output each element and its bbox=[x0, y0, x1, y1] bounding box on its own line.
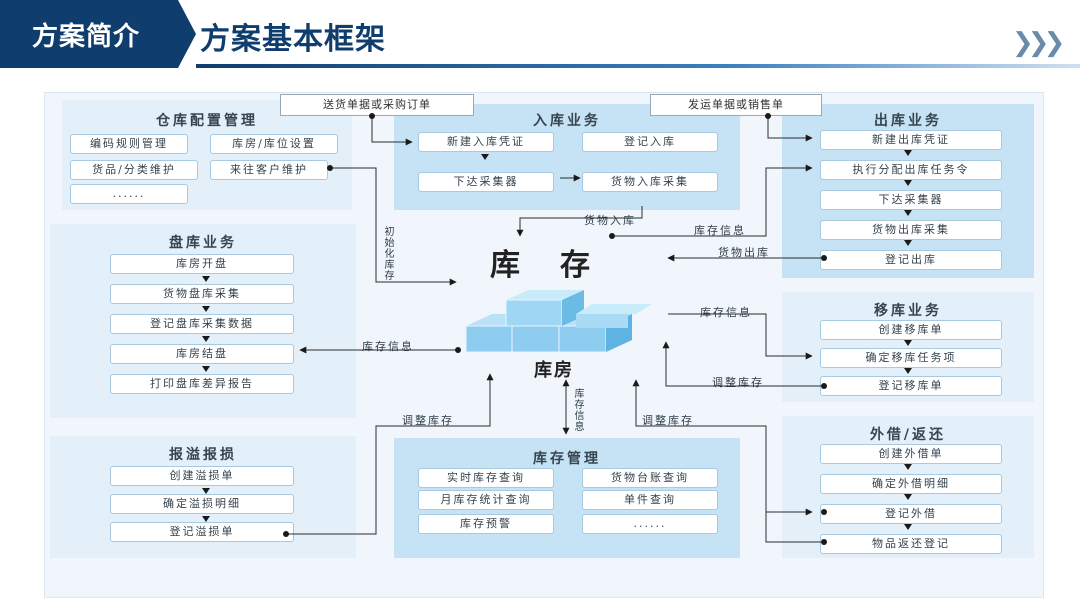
inventory-item[interactable]: ...... bbox=[582, 514, 718, 534]
config-item[interactable]: 编码规则管理 bbox=[70, 134, 188, 154]
inbound-item[interactable]: 下达采集器 bbox=[418, 172, 554, 192]
overflow-item[interactable]: 确定溢损明细 bbox=[110, 494, 294, 514]
outbound-section: 出库业务 新建出库凭证 执行分配出库任务令 下达采集器 货物出库采集 登记出库 bbox=[782, 104, 1034, 278]
transfer-item[interactable]: 确定移库任务项 bbox=[820, 348, 1002, 368]
lend-item[interactable]: 物品返还登记 bbox=[820, 534, 1002, 554]
config-item[interactable]: 货品/分类维护 bbox=[70, 160, 198, 180]
stocktake-section: 盘库业务 库房开盘 货物盘库采集 登记盘库采集数据 库房结盘 打印盘库差异报告 bbox=[50, 224, 356, 418]
delivery-document: 送货单据或采购订单 bbox=[280, 94, 474, 116]
section-tab[interactable]: 方案简介 bbox=[0, 0, 196, 68]
lend-item[interactable]: 确定外借明细 bbox=[820, 474, 1002, 494]
section-title: 仓库配置管理 bbox=[156, 113, 258, 129]
stocktake-item[interactable]: 登记盘库采集数据 bbox=[110, 314, 294, 334]
section-title: 盘库业务 bbox=[169, 235, 237, 251]
inbound-item[interactable]: 新建入库凭证 bbox=[418, 132, 554, 152]
section-title: 入库业务 bbox=[533, 113, 601, 129]
inventory-item[interactable]: 单件查询 bbox=[582, 490, 718, 510]
lend-item[interactable]: 登记外借 bbox=[820, 504, 1002, 524]
arrow-label: 库存信息 bbox=[362, 340, 414, 353]
transfer-item[interactable]: 创建移库单 bbox=[820, 320, 1002, 340]
arrow-label: 库存信息 bbox=[694, 224, 746, 237]
inventory-mgmt-section: 库存管理 实时库存查询 货物台账查询 月库存统计查询 单件查询 库存预警 ...… bbox=[394, 438, 740, 558]
outbound-item[interactable]: 下达采集器 bbox=[820, 190, 1002, 210]
outbound-item[interactable]: 新建出库凭证 bbox=[820, 130, 1002, 150]
stocktake-item[interactable]: 库房开盘 bbox=[110, 254, 294, 274]
section-title: 外借/返还 bbox=[869, 427, 947, 443]
config-item[interactable]: 库房/库位设置 bbox=[210, 134, 338, 154]
arrow-label: 货物入库 bbox=[584, 214, 636, 227]
overflow-item[interactable]: 登记溢损单 bbox=[110, 522, 294, 542]
transfer-section: 移库业务 创建移库单 确定移库任务项 登记移库单 bbox=[782, 292, 1034, 402]
stocktake-item[interactable]: 货物盘库采集 bbox=[110, 284, 294, 304]
arrow-label: 库存信息 bbox=[572, 388, 583, 432]
stocktake-item[interactable]: 库房结盘 bbox=[110, 344, 294, 364]
section-title: 出库业务 bbox=[874, 113, 942, 129]
section-tab-label: 方案简介 bbox=[32, 22, 141, 52]
warehouse-cubes-icon bbox=[465, 290, 652, 353]
section-title: 库存管理 bbox=[533, 451, 601, 467]
inventory-label: 库存 bbox=[490, 248, 630, 283]
lend-return-section: 外借/返还 创建外借单 确定外借明细 登记外借 物品返还登记 bbox=[782, 416, 1034, 558]
header-divider bbox=[196, 64, 1080, 68]
page-title: 方案基本框架 bbox=[200, 22, 386, 57]
arrow-label: 货物出库 bbox=[718, 246, 770, 259]
outbound-item[interactable]: 执行分配出库任务令 bbox=[820, 160, 1002, 180]
arrow-label: 调整库存 bbox=[642, 414, 694, 427]
config-item[interactable]: 来往客户维护 bbox=[210, 160, 328, 180]
inbound-item[interactable]: 登记入库 bbox=[582, 132, 718, 152]
section-title: 报溢报损 bbox=[169, 447, 237, 463]
warehouse-label: 库房 bbox=[534, 360, 574, 381]
overflow-item[interactable]: 创建溢损单 bbox=[110, 466, 294, 486]
inventory-item[interactable]: 库存预警 bbox=[418, 514, 554, 534]
arrow-label: 调整库存 bbox=[402, 414, 454, 427]
arrow-label: 库存信息 bbox=[700, 306, 752, 319]
inventory-item[interactable]: 货物台账查询 bbox=[582, 468, 718, 488]
arrow-label: 调整库存 bbox=[712, 376, 764, 389]
section-title: 移库业务 bbox=[874, 303, 942, 319]
chevron-triple-right-icon[interactable]: ❯❯❯ bbox=[1012, 28, 1065, 58]
config-item[interactable]: ...... bbox=[70, 184, 188, 204]
stocktake-item[interactable]: 打印盘库差异报告 bbox=[110, 374, 294, 394]
lend-item[interactable]: 创建外借单 bbox=[820, 444, 1002, 464]
shipping-document: 发运单据或销售单 bbox=[650, 94, 822, 116]
warehouse-config-section: 仓库配置管理 编码规则管理 库房/库位设置 货品/分类维护 来往客户维护 ...… bbox=[62, 100, 352, 210]
outbound-item[interactable]: 货物出库采集 bbox=[820, 220, 1002, 240]
inbound-section: 入库业务 新建入库凭证 登记入库 下达采集器 货物入库采集 bbox=[394, 104, 740, 210]
inbound-item[interactable]: 货物入库采集 bbox=[582, 172, 718, 192]
inventory-item[interactable]: 月库存统计查询 bbox=[418, 490, 554, 510]
outbound-item[interactable]: 登记出库 bbox=[820, 250, 1002, 270]
overflow-loss-section: 报溢报损 创建溢损单 确定溢损明细 登记溢损单 bbox=[50, 436, 356, 558]
arrow-label: 初始化库存 bbox=[382, 226, 393, 281]
inventory-item[interactable]: 实时库存查询 bbox=[418, 468, 554, 488]
